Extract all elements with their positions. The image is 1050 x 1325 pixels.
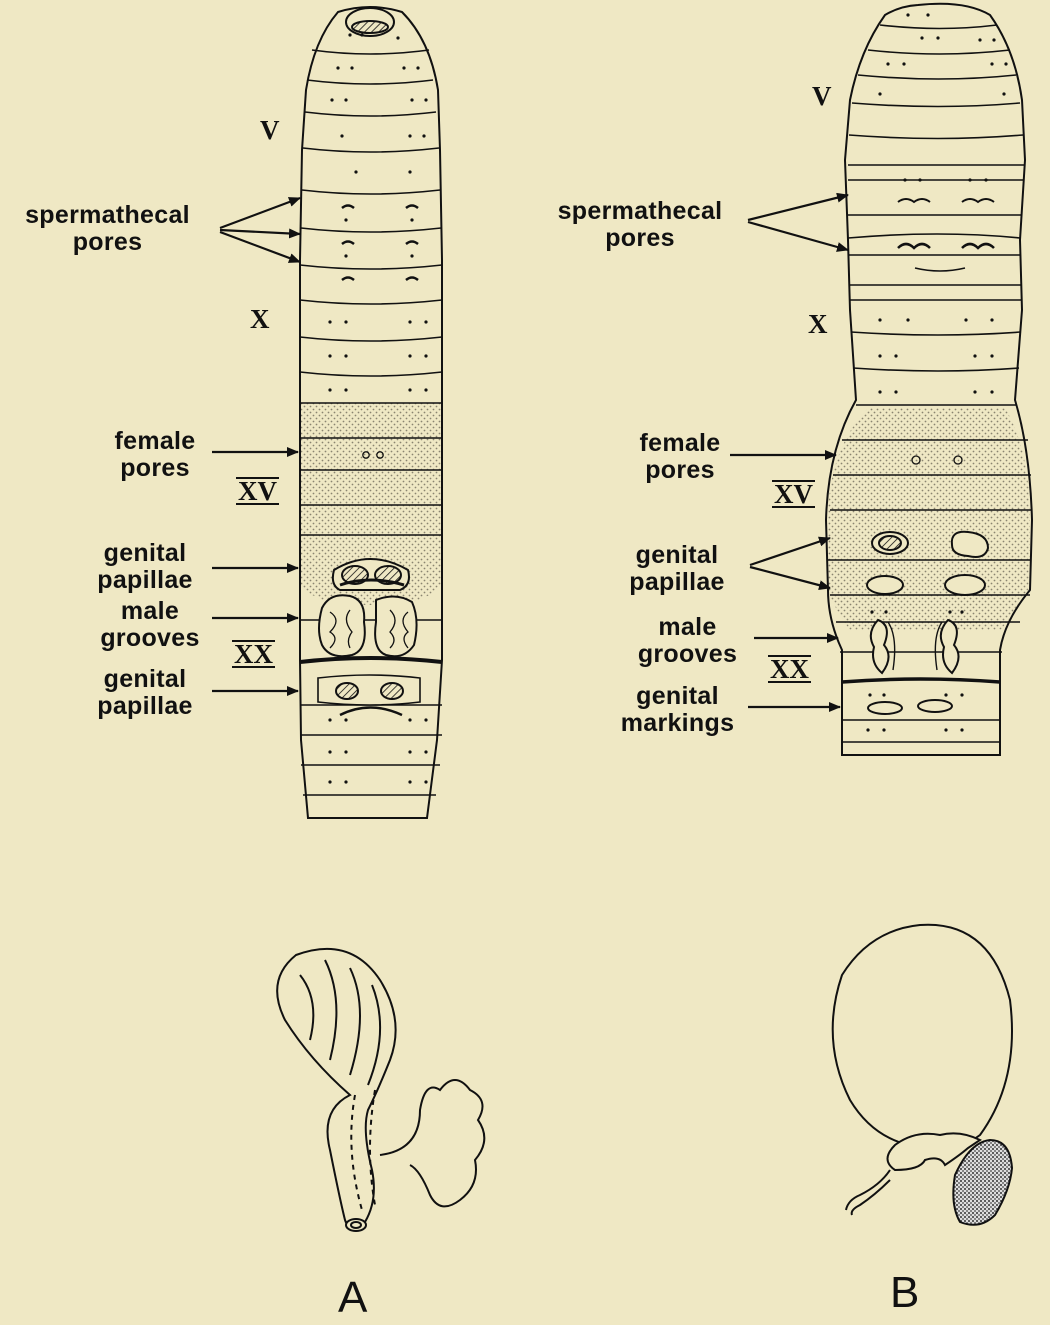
spermatheca-b <box>833 925 1012 1225</box>
label-line: genital <box>80 666 210 693</box>
label-line: pores <box>535 225 745 252</box>
label-male-grooves-a: male grooves <box>85 598 215 652</box>
label-genital-markings-b: genital markings <box>605 683 750 737</box>
label-line: genital <box>605 683 750 710</box>
label-line: genital <box>612 542 742 569</box>
label-line: female <box>95 428 215 455</box>
label-line: grooves <box>620 641 755 668</box>
label-line: markings <box>605 710 750 737</box>
label-line: female <box>620 430 740 457</box>
label-line: pores <box>620 457 740 484</box>
label-line: male <box>620 614 755 641</box>
worm-b <box>826 4 1032 755</box>
label-male-grooves-b: male grooves <box>620 614 755 668</box>
segment-xv-a: XV <box>236 477 279 505</box>
label-female-pores-b: female pores <box>620 430 740 484</box>
label-line: spermathecal <box>535 198 745 225</box>
label-female-pores-a: female pores <box>95 428 215 482</box>
segment-x-a: X <box>250 306 270 333</box>
label-genital-papillae-b: genital papillae <box>612 542 742 596</box>
segment-v-a: V <box>260 117 280 144</box>
label-line: spermathecal <box>5 202 210 229</box>
panel-letter-b: B <box>890 1271 919 1315</box>
label-line: papillae <box>80 693 210 720</box>
label-line: pores <box>95 455 215 482</box>
worm-a <box>300 7 442 818</box>
arrows-a <box>212 198 300 691</box>
label-line: papillae <box>612 569 742 596</box>
label-genital-papillae-a: genital papillae <box>80 540 210 594</box>
label-line: genital <box>80 540 210 567</box>
segment-xx-b: XX <box>768 655 811 683</box>
label-line: male <box>85 598 215 625</box>
label-spermathecal-pores-a: spermathecal pores <box>5 202 210 256</box>
segment-x-b: X <box>808 311 828 338</box>
segment-xv-b: XV <box>772 480 815 508</box>
label-line: pores <box>5 229 210 256</box>
spermatheca-a <box>277 949 484 1231</box>
panel-letter-a: A <box>338 1276 367 1320</box>
label-genital-papillae-lower-a: genital papillae <box>80 666 210 720</box>
segment-v-b: V <box>812 83 832 110</box>
label-line: grooves <box>85 625 215 652</box>
label-spermathecal-pores-b: spermathecal pores <box>535 198 745 252</box>
label-line: papillae <box>80 567 210 594</box>
segment-xx-a: XX <box>232 640 275 668</box>
